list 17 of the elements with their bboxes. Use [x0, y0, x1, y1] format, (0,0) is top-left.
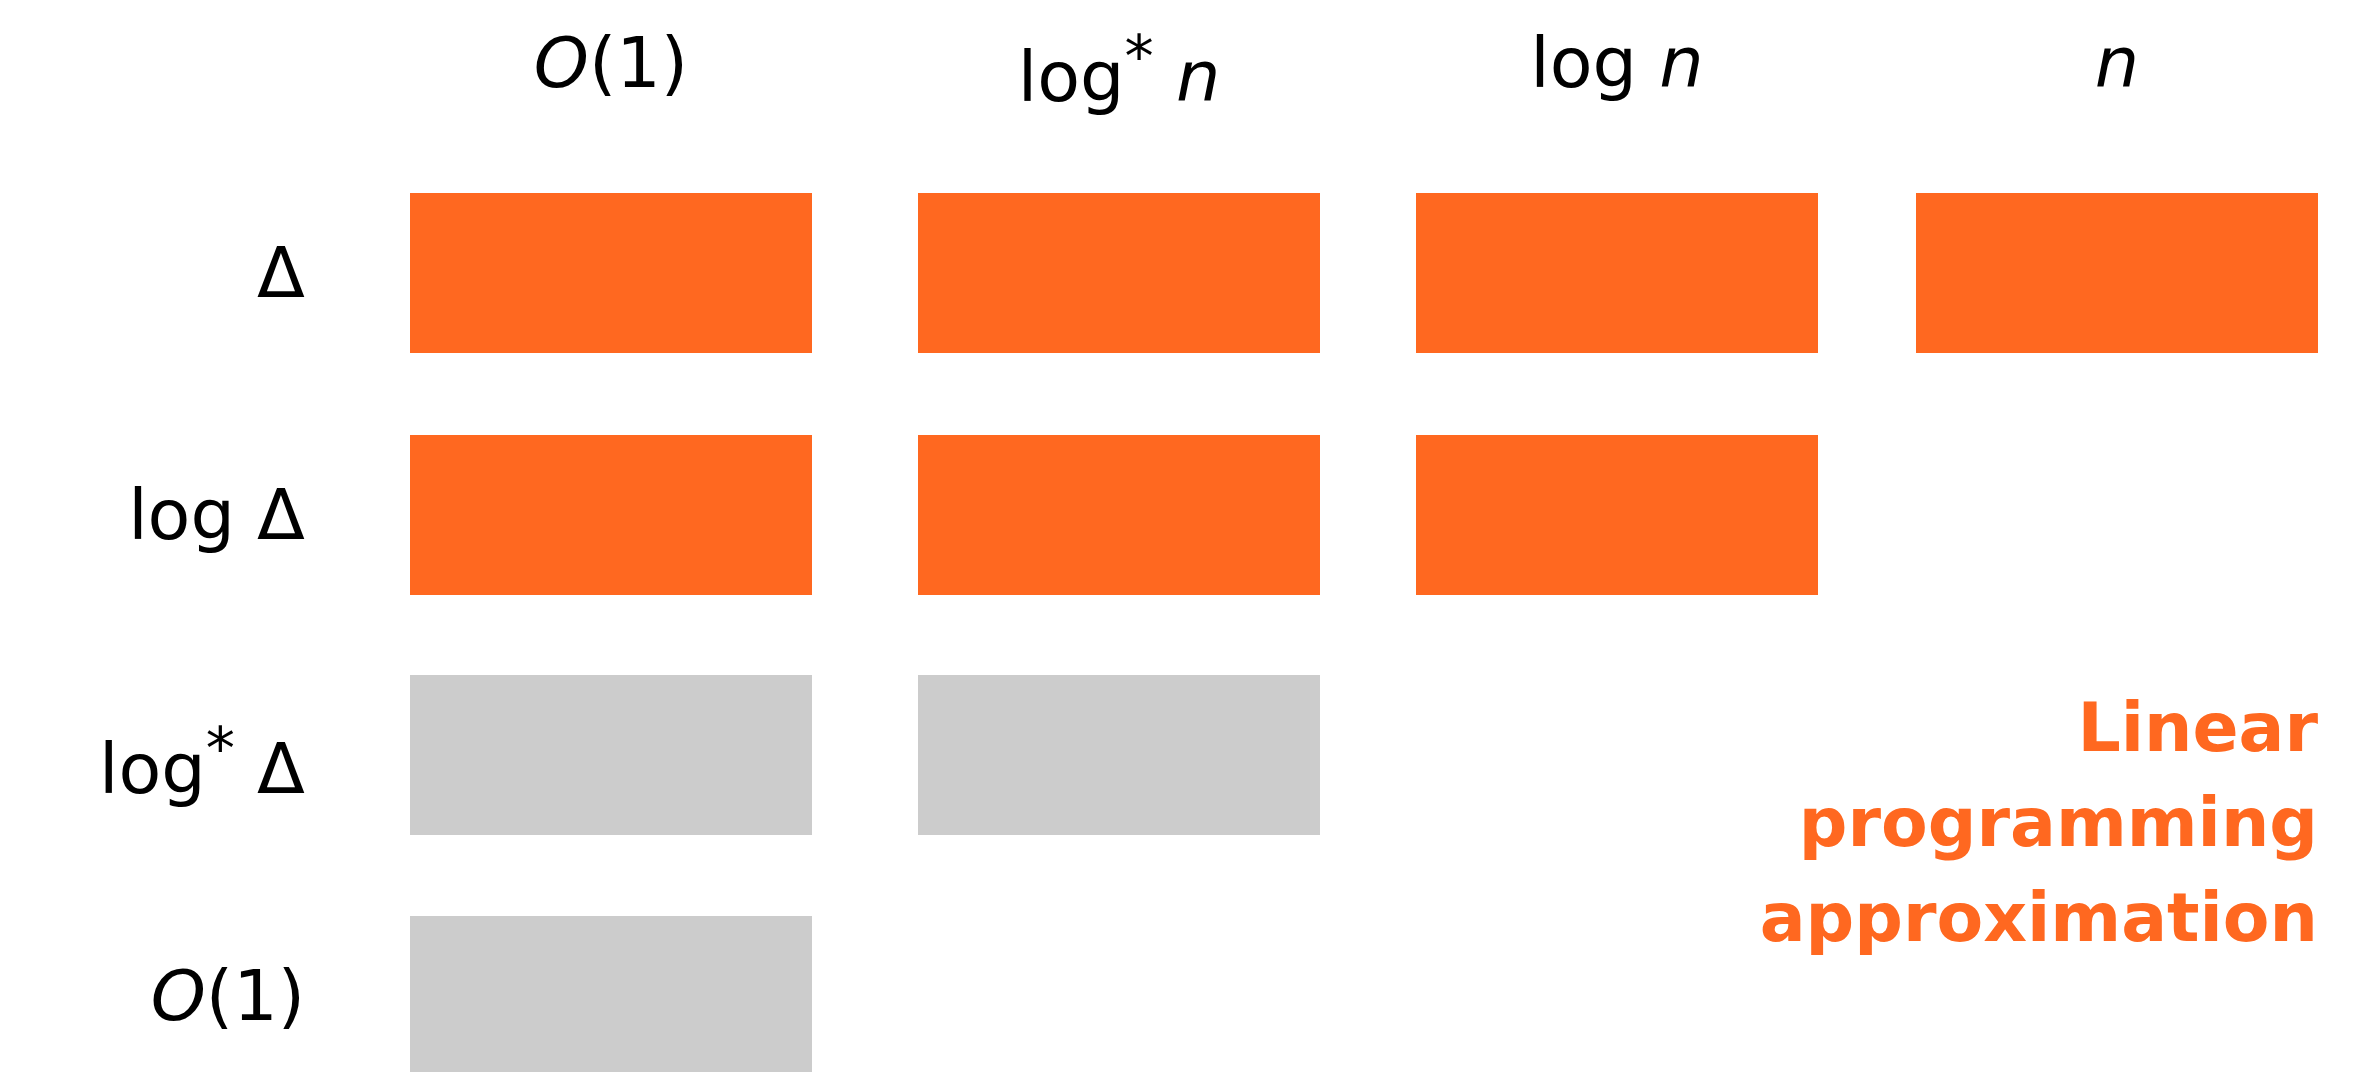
row-header: Δ — [257, 238, 305, 308]
column-header: O(1) — [532, 28, 690, 98]
grid-block — [918, 675, 1320, 835]
grid-block — [410, 435, 812, 595]
column-header: n — [2093, 28, 2141, 98]
grid-block — [918, 435, 1320, 595]
annotation-text: Linear programming approximation — [1758, 687, 2318, 960]
row-header: O(1) — [150, 961, 305, 1031]
row-header: log$^{*}$ Δ — [98, 720, 305, 805]
grid-block — [1416, 193, 1818, 353]
grid-block — [410, 916, 812, 1072]
grid-block — [410, 675, 812, 835]
grid-block — [1916, 193, 2318, 353]
column-header: log$^{*}$ n — [1016, 28, 1222, 113]
grid-block — [1416, 435, 1818, 595]
grid-block — [918, 193, 1320, 353]
grid-block — [410, 193, 812, 353]
